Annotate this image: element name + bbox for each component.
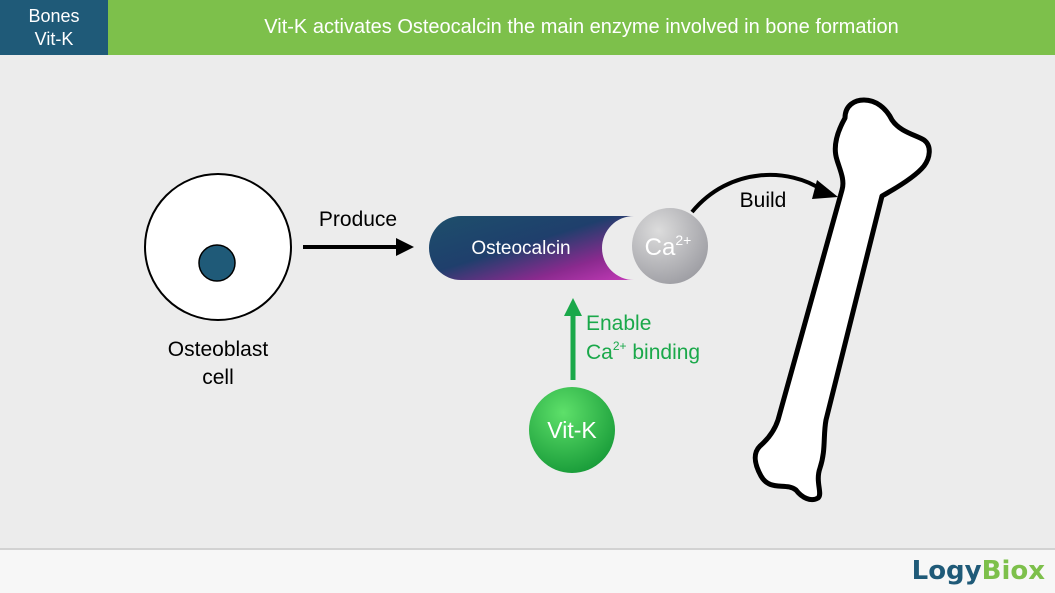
build-label: Build — [740, 189, 787, 212]
enable-ca-sup: 2+ — [613, 339, 627, 353]
enable-binding-text: binding — [627, 341, 701, 364]
produce-arrow — [303, 238, 414, 256]
enable-arrow — [564, 298, 582, 380]
logo-part2: Biox — [981, 556, 1045, 586]
calcium-ion-base: Ca — [645, 234, 676, 261]
bone-shape — [752, 97, 932, 503]
produce-label: Produce — [319, 208, 397, 231]
enable-label-line1: Enable — [586, 312, 651, 335]
cell-label-line2: cell — [202, 366, 234, 389]
page-title: Vit-K activates Osteocalcin the main enz… — [264, 16, 899, 38]
vitamin-k-label: Vit-K — [547, 417, 597, 443]
vitamin-k-ball — [529, 387, 615, 473]
footer-divider — [0, 548, 1055, 550]
topic-tag-line1: Bones — [28, 5, 80, 26]
calcium-ion-label: Ca2+ — [645, 232, 692, 261]
cell-nucleus — [198, 244, 236, 282]
osteoblast-cell — [144, 173, 292, 321]
diagram: Osteoblast cell Produce Osteocalcin Ca2+… — [144, 97, 932, 503]
header: Bones Vit-K Vit-K activates Osteocalcin … — [0, 0, 1055, 55]
osteocalcin-label: Osteocalcin — [471, 238, 570, 259]
calcium-ion — [632, 208, 708, 284]
build-arrow — [690, 173, 824, 214]
cell-label-line1: Osteoblast — [168, 338, 269, 361]
calcium-ion-sup: 2+ — [675, 232, 691, 248]
logybiox-logo: LogyBiox — [912, 556, 1045, 586]
osteocalcin-shape — [429, 216, 634, 280]
build-arrowhead — [812, 180, 838, 199]
topic-tag-line2: Vit-K — [34, 28, 74, 49]
enable-ca-base: Ca — [586, 341, 613, 364]
topic-tag: Bones Vit-K — [0, 0, 108, 55]
enable-label-line2: Ca2+ binding — [586, 339, 700, 364]
title-bar: Vit-K activates Osteocalcin the main enz… — [108, 0, 1055, 55]
logo-part1: Logy — [911, 556, 982, 586]
footer — [0, 550, 1055, 593]
